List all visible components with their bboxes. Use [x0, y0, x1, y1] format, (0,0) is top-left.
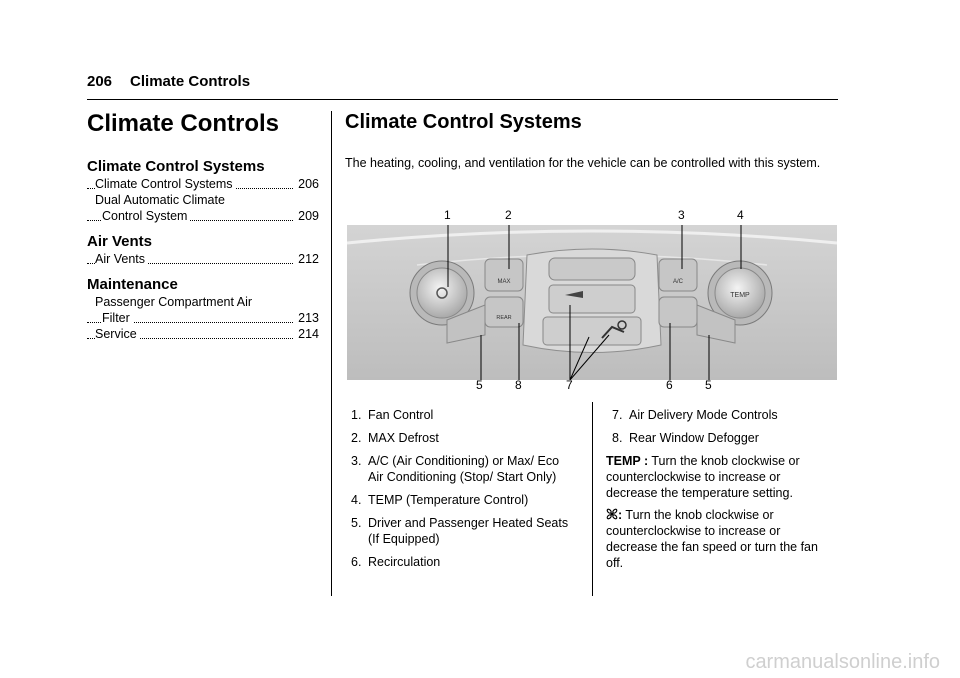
callout-7: 7: [566, 378, 573, 392]
legend-number: 1.: [351, 408, 362, 422]
callout-2: 2: [505, 208, 512, 222]
page-number: 206: [87, 73, 113, 90]
temp-term: TEMP :: [606, 454, 649, 468]
fan-description: : Turn the knob clockwise or countercloc…: [606, 507, 834, 571]
toc-entry-page: 214: [295, 326, 319, 342]
legend-number: 7.: [612, 408, 623, 422]
header-rule: [87, 99, 838, 100]
legend-number: 5.: [351, 516, 362, 530]
toc-leader: [87, 263, 293, 264]
rear-defogger-button: [484, 296, 524, 328]
callout-8: 8: [515, 378, 522, 392]
legend-number: 2.: [351, 431, 362, 445]
toc-entry[interactable]: Service 214: [87, 326, 319, 342]
legend-column-1: 1. Fan Control 2. MAX Defrost 3. A/C (Air C…: [345, 407, 575, 577]
legend-column-2: 7. Air Delivery Mode Controls 8. Rear Wind…: [606, 407, 834, 577]
callout-4: 4: [737, 208, 744, 222]
toc-entry-label: Climate Control Systems: [95, 177, 236, 191]
recirculation-button: [658, 296, 698, 328]
callout-5-right: 5: [705, 378, 712, 392]
toc-leader: [87, 322, 293, 323]
legend-text: MAX Defrost: [368, 431, 439, 445]
intro-paragraph: The heating, cooling, and ventilation fo…: [345, 156, 821, 170]
callout-5-left: 5: [476, 378, 483, 392]
legend-item: 2. MAX Defrost: [345, 430, 575, 446]
max-defrost-button: [484, 258, 524, 292]
toc-entry-label: Dual Automatic Climate: [95, 193, 228, 207]
toc-section-title: Climate Control Systems: [87, 158, 265, 175]
toc-entry[interactable]: Air Vents 212: [87, 251, 319, 267]
temp-control-knob: [714, 267, 766, 319]
legend-text: A/C (Air Conditioning) or Max/ Eco Air C…: [368, 454, 560, 484]
max-label: MAX: [497, 279, 510, 285]
fan-text: Turn the knob clockwise or counterclockw…: [606, 508, 818, 570]
toc-entry-page: 209: [295, 208, 319, 224]
toc-entry[interactable]: Climate Control Systems 206: [87, 176, 319, 192]
legend-number: 4.: [351, 493, 362, 507]
legend-item: 4. TEMP (Temperature Control): [345, 492, 575, 508]
legend-item: 7. Air Delivery Mode Controls: [606, 407, 834, 423]
toc-entry-page: 213: [295, 310, 319, 326]
callout-1: 1: [444, 208, 451, 222]
legend-number: 6.: [351, 555, 362, 569]
legend-number: 8.: [612, 431, 623, 445]
legend-item: 5. Driver and Passenger Heated Seats (If …: [345, 515, 573, 547]
legend-item: 6. Recirculation: [345, 554, 575, 570]
temp-description: TEMP : Turn the knob clockwise or counte…: [606, 453, 834, 501]
toc-leader: [87, 220, 293, 221]
fan-icon: [436, 287, 448, 299]
legend-text: Recirculation: [368, 555, 441, 569]
climate-control-panel-figure: 1 2 3 4 TEMP MAX: [347, 205, 837, 395]
rear-label: REAR: [496, 315, 511, 321]
column-divider-right: [592, 402, 593, 596]
toc-leader: [87, 338, 293, 339]
toc-entry[interactable]: Filter 213: [87, 310, 319, 326]
page-header: 206 Climate Controls: [87, 73, 250, 90]
main-section: Climate Control Systems: [345, 111, 840, 134]
ac-label: A/C: [673, 279, 684, 285]
fan-control-knob: [416, 267, 468, 319]
toc-entry[interactable]: Control System 209: [87, 208, 319, 224]
max-defrost-center-button: [548, 257, 636, 281]
column-divider-left: [331, 111, 332, 596]
section-heading: Climate Control Systems: [345, 111, 582, 133]
toc-entry[interactable]: Dual Automatic Climate: [87, 192, 319, 208]
toc-entry-page: 206: [295, 176, 319, 192]
toc-entry-label: Service: [95, 327, 140, 341]
toc-entry-label: Air Vents: [95, 252, 149, 266]
legend-text: Rear Window Defogger: [629, 431, 759, 445]
callout-3: 3: [678, 208, 685, 222]
fan-icon: [606, 508, 618, 520]
legend-item: 1. Fan Control: [345, 407, 575, 423]
table-of-contents: Climate Controls Climate Control Systems…: [87, 110, 319, 342]
toc-heading: Climate Controls: [87, 110, 280, 137]
toc-entry[interactable]: Passenger Compartment Air: [87, 294, 319, 310]
legend-number: 3.: [351, 454, 362, 468]
legend-text: Fan Control: [368, 408, 434, 422]
legend-text: Driver and Passenger Heated Seats (If Eq…: [368, 516, 569, 546]
header-title: Climate Controls: [130, 73, 251, 90]
panel-illustration: TEMP MAX REAR A/C: [347, 225, 837, 380]
callout-6: 6: [666, 378, 673, 392]
driver-heated-seat-button: [446, 304, 486, 344]
legend-item: 8. Rear Window Defogger: [606, 430, 834, 446]
toc-section-title: Air Vents: [87, 233, 153, 250]
toc-entry-label: Control System: [102, 209, 191, 223]
watermark: carmanualsonline.info: [745, 651, 940, 673]
toc-section-title: Maintenance: [87, 276, 178, 293]
temp-knob-label: TEMP: [730, 292, 750, 299]
legend-item: 3. A/C (Air Conditioning) or Max/ Eco Air…: [345, 453, 568, 485]
toc-entry-label: Passenger Compartment Air: [95, 295, 256, 309]
legend-text: TEMP (Temperature Control): [368, 493, 529, 507]
legend-text: Air Delivery Mode Controls: [629, 408, 778, 422]
fan-term: :: [618, 508, 623, 522]
temp-text: Turn the knob clockwise or counterclockw…: [606, 454, 800, 500]
toc-entry-label: Filter: [102, 311, 133, 325]
ac-button: [658, 258, 698, 292]
toc-entry-page: 212: [295, 251, 319, 267]
passenger-heated-seat-button: [696, 304, 736, 344]
